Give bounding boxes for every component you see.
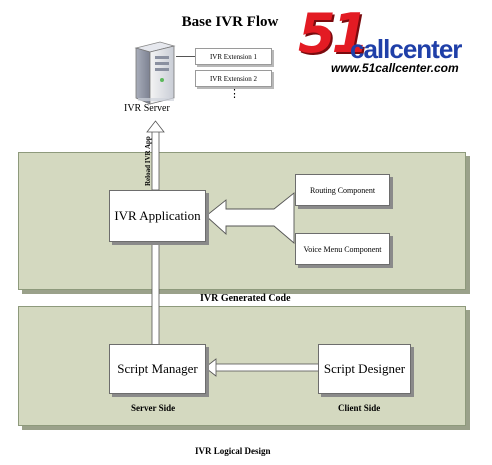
ivr-extension-1: IVR Extension 1 (195, 48, 272, 65)
logo-word: callcenter (350, 34, 462, 64)
client-side-label: Client Side (338, 403, 381, 413)
arrow-manager-to-app (146, 229, 165, 349)
logical-design-caption: IVR Logical Design (195, 446, 271, 456)
routing-component-box: Routing Component (295, 174, 390, 206)
extensions-ellipsis: ⋮ (229, 88, 240, 100)
script-manager-box: Script Manager (109, 344, 206, 394)
server-side-label: Server Side (131, 403, 176, 413)
arrow-designer-to-manager (204, 358, 321, 377)
ivr-extension-2: IVR Extension 2 (195, 70, 272, 87)
ivr-application-box: IVR Application (109, 190, 206, 242)
logo-number: 51 (298, 2, 369, 65)
script-designer-box: Script Designer (318, 344, 411, 394)
voice-menu-component-box: Voice Menu Component (295, 233, 390, 265)
logo-url: www.51callcenter.com (331, 61, 459, 75)
diagram-title: Base IVR Flow (181, 14, 279, 30)
server-connector (176, 56, 196, 57)
server-icon (134, 41, 176, 105)
server-label: IVR Server (124, 103, 170, 114)
reload-ivr-app-label: Reload IVR App (144, 136, 152, 186)
arrow-components-to-app (205, 192, 295, 244)
generated-code-caption: IVR Generated Code (200, 293, 291, 304)
